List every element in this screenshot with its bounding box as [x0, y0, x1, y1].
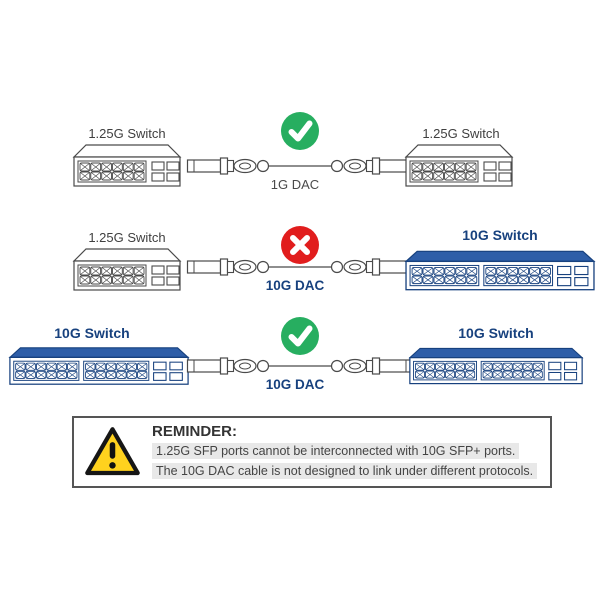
switch-graphic	[72, 248, 182, 291]
warning-icon	[84, 425, 141, 478]
switch-graphic	[8, 347, 190, 385]
check-graphic	[281, 317, 319, 355]
cross-graphic	[281, 226, 319, 264]
switch-label: 10G Switch	[462, 227, 538, 243]
switch-graphic-1g	[72, 246, 182, 292]
switch-graphic	[404, 144, 514, 187]
check-icon	[280, 316, 320, 356]
cable-graphic	[186, 258, 414, 276]
switch-label: 10G Switch	[458, 325, 534, 341]
switch-graphic	[408, 347, 584, 385]
reminder-title: REMINDER:	[152, 423, 237, 440]
switch-graphic	[72, 144, 182, 187]
switch-graphic-10g	[8, 345, 190, 387]
switch-graphic-10g	[408, 345, 584, 387]
switch-graphic	[404, 250, 596, 291]
reminder-line-1: 1.25G SFP ports cannot be interconnected…	[152, 443, 546, 459]
dac-cable-graphic	[186, 152, 414, 180]
switch-graphic-1g	[404, 142, 514, 188]
cable-graphic	[186, 357, 414, 375]
switch-label: 1.25G Switch	[88, 230, 166, 245]
cable-label: 10G DAC	[265, 377, 325, 392]
check-graphic	[281, 112, 319, 150]
switch-label: 1.25G Switch	[422, 126, 500, 141]
switch-label: 1.25G Switch	[88, 126, 166, 141]
reminder-text: REMINDER: 1.25G SFP ports cannot be inte…	[152, 423, 546, 483]
check-icon	[280, 111, 320, 151]
cable-label: 10G DAC	[265, 278, 325, 293]
dac-cable-graphic	[186, 352, 414, 380]
switch-graphic-1g	[72, 142, 182, 188]
reminder-line-2: The 10G DAC cable is not designed to lin…	[152, 463, 546, 479]
switch-label: 10G Switch	[54, 325, 130, 341]
cross-icon	[280, 225, 320, 265]
cable-label: 1G DAC	[270, 177, 320, 192]
switch-graphic-10g	[404, 249, 596, 292]
dac-cable-graphic	[186, 253, 414, 281]
reminder-box: REMINDER: 1.25G SFP ports cannot be inte…	[72, 416, 552, 488]
cable-graphic	[186, 157, 414, 175]
